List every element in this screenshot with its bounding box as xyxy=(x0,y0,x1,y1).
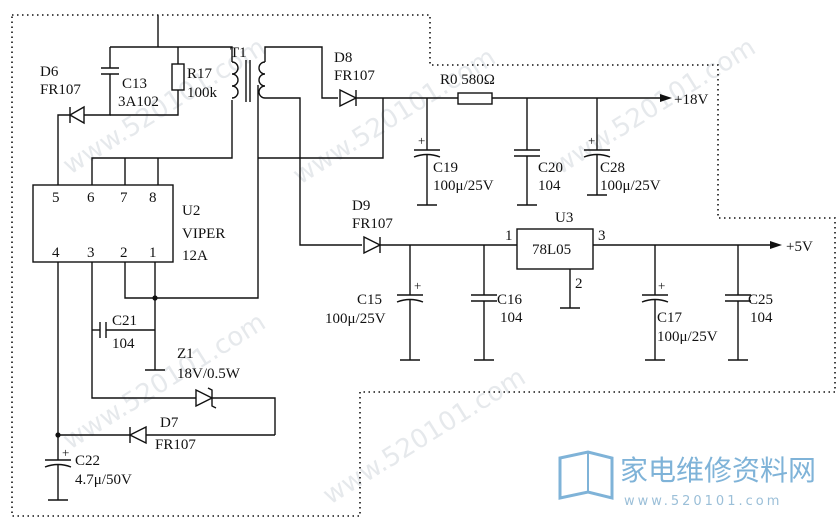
d8-type: FR107 xyxy=(334,68,375,84)
d6-ref: D6 xyxy=(40,64,59,80)
c22-value: 4.7μ/50V xyxy=(75,472,132,488)
c13-value: 3A102 xyxy=(118,94,159,110)
c19-ref: C19 xyxy=(433,160,458,176)
feedback-network xyxy=(44,298,276,501)
u2-name-line2: 12A xyxy=(182,248,208,264)
site-logo: 家电维修资料网 www.520101.com xyxy=(558,450,816,509)
u2-pin-1: 1 xyxy=(149,245,157,261)
u3-ref: U3 xyxy=(555,210,573,226)
snubber-network xyxy=(68,15,233,125)
c17-value: 100μ/25V xyxy=(657,329,718,345)
c20-ref: C20 xyxy=(538,160,563,176)
d6-type: FR107 xyxy=(40,82,81,98)
r17-value: 100k xyxy=(187,85,218,101)
c28-value: 100μ/25V xyxy=(600,178,661,194)
d7-type: FR107 xyxy=(155,437,196,453)
c19-plus: + xyxy=(418,133,425,148)
r0-label: R0 580Ω xyxy=(440,72,495,88)
arrow-5v xyxy=(770,241,782,249)
watermark-text: www.520101.com xyxy=(318,362,531,511)
z1-value: 18V/0.5W xyxy=(177,366,241,382)
c16-ref: C16 xyxy=(497,292,523,308)
c17-ref: C17 xyxy=(657,310,683,326)
u2-wiring xyxy=(57,85,259,460)
logo-url: www.520101.com xyxy=(624,494,782,509)
u2-pin-6: 6 xyxy=(87,190,95,206)
u2-pin-2: 2 xyxy=(120,245,128,261)
u2-name-line1: VIPER xyxy=(182,226,225,242)
c22-ref: C22 xyxy=(75,453,100,469)
d9-type: FR107 xyxy=(352,216,393,232)
u2-pin-3: 3 xyxy=(87,245,95,261)
c17-plus: + xyxy=(658,278,665,293)
junction-dot xyxy=(55,432,61,438)
c25-ref: C25 xyxy=(748,292,773,308)
u3-body: 78L05 xyxy=(532,242,571,258)
c13-ref: C13 xyxy=(122,76,147,92)
u2-pin-4: 4 xyxy=(52,245,60,261)
u3-pin-2: 2 xyxy=(575,276,583,292)
c15-plus: + xyxy=(414,278,421,293)
rail-18v xyxy=(339,88,672,206)
ic-u2: 5 6 7 8 4 3 2 1 U2 VIPER 12A xyxy=(32,184,225,264)
out-5v: +5V xyxy=(786,239,813,255)
z1-ref: Z1 xyxy=(177,346,194,362)
d8-ref: D8 xyxy=(334,50,352,66)
u2-ref: U2 xyxy=(182,203,200,219)
book-icon xyxy=(558,450,614,500)
c28-plus: + xyxy=(588,133,595,148)
t1-ref: T1 xyxy=(230,45,247,61)
r17-ref: R17 xyxy=(187,66,213,82)
u2-pin-7: 7 xyxy=(120,190,128,206)
u2-pin-5: 5 xyxy=(52,190,60,206)
c21-value: 104 xyxy=(112,336,135,352)
arrow-18v xyxy=(660,94,672,102)
c21-ref: C21 xyxy=(112,313,137,329)
watermark-text: www.520101.com xyxy=(548,32,761,181)
d7-ref: D7 xyxy=(160,415,179,431)
watermark-text: www.520101.com xyxy=(288,42,501,191)
enclosure-border xyxy=(11,14,836,517)
c22-plus: + xyxy=(62,445,69,460)
c20-value: 104 xyxy=(538,178,561,194)
transformer-t1 xyxy=(231,46,384,246)
c16-value: 104 xyxy=(500,310,523,326)
u2-pin-8: 8 xyxy=(149,190,157,206)
c15-ref: C15 xyxy=(357,292,382,308)
c28-ref: C28 xyxy=(600,160,625,176)
c15-value: 100μ/25V xyxy=(325,311,386,327)
c25-value: 104 xyxy=(750,310,773,326)
u3-pin-3: 3 xyxy=(598,228,606,244)
out-18v: +18V xyxy=(674,92,708,108)
u3-pin-1: 1 xyxy=(505,228,513,244)
rail-5v xyxy=(363,228,782,361)
logo-title: 家电维修资料网 xyxy=(620,454,816,487)
c19-value: 100μ/25V xyxy=(433,178,494,194)
d9-ref: D9 xyxy=(352,198,370,214)
